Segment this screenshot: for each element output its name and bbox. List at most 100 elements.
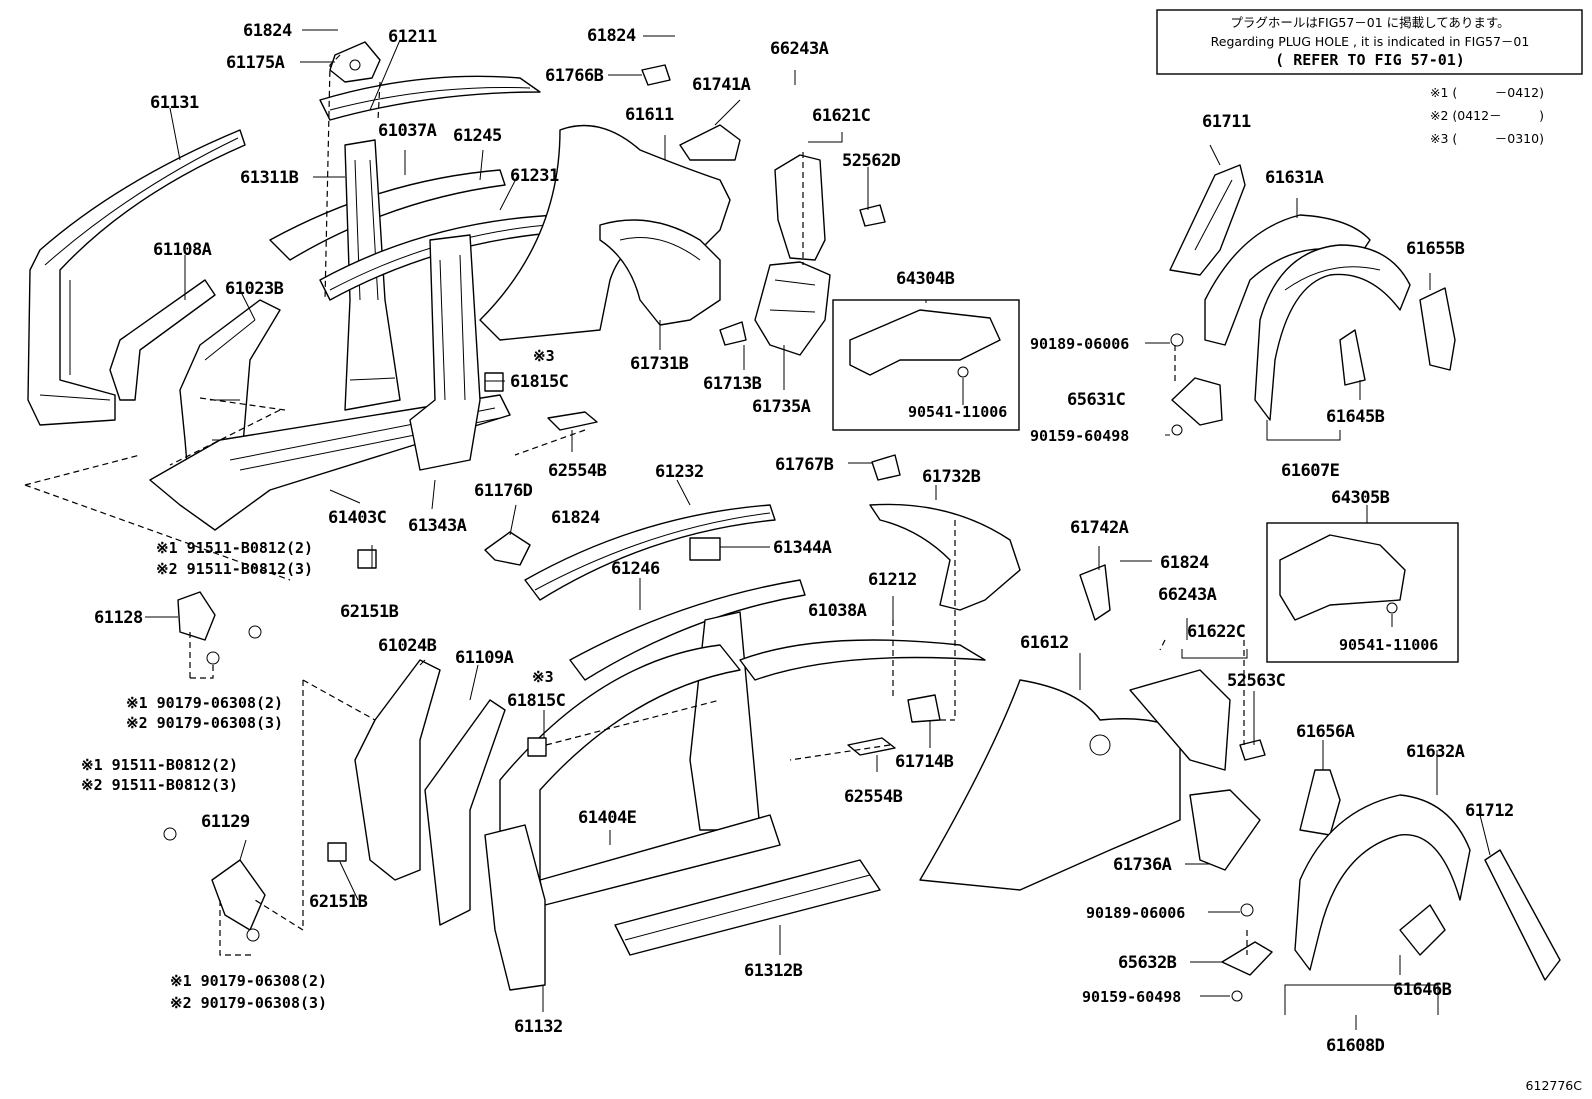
part-label-61131: 61131 (150, 93, 199, 113)
part-label-61645B: 61645B (1326, 407, 1385, 427)
part-61109A-shape (424, 699, 506, 926)
part-label-61232: 61232 (655, 462, 704, 482)
plug-hole-notice: プラグホールはFIG57－01 に掲載してあります。 Regarding PLU… (1156, 9, 1583, 75)
part-label-61129: 61129 (201, 812, 250, 832)
notice-line-2: Regarding PLUG HOLE , it is indicated in… (1211, 34, 1530, 49)
legend-item: ※2 (0412－ ) (1430, 108, 1544, 123)
part-label-61311B: 61311B (240, 168, 299, 188)
part-label-61023B: 61023B (225, 279, 284, 299)
part-label-61132: 61132 (514, 1017, 563, 1037)
notice-line-3: ( REFER TO FIG 57-01) (1275, 51, 1465, 69)
part-label-90541-11006: 90541-11006 (1339, 636, 1438, 654)
part-label-61824: 61824 (551, 508, 600, 528)
part-label-61766B: 61766B (545, 66, 604, 86)
part-label-61621C: 61621C (812, 106, 870, 126)
nut-spec: ※1 90179-06308(2) (126, 694, 283, 712)
part-61735A-shape (754, 261, 831, 356)
part-62554B-shape (547, 411, 598, 431)
part-52562D-shape (859, 204, 886, 227)
part-label-64304B: 64304B (896, 269, 955, 289)
part-label-61736A: 61736A (1113, 855, 1172, 875)
part-label-61403C: 61403C (328, 508, 386, 528)
part-61132-shape (484, 824, 546, 991)
part-61622C-shape (1129, 669, 1231, 771)
part-61655B-shape (1419, 287, 1456, 371)
nut-spec: ※2 90179-06308(3) (126, 714, 283, 732)
part-label-61815C: 61815C (507, 691, 565, 711)
bolt-spec: ※2 91511-B0812(3) (156, 560, 313, 578)
part-label-61231: 61231 (510, 166, 559, 186)
part-61645B-shape (1339, 329, 1366, 386)
part-label-61109A: 61109A (455, 648, 514, 668)
part-61108A-shape (109, 279, 216, 401)
part-61343A-shape (409, 234, 481, 471)
part-61656A-shape (1299, 769, 1341, 836)
part-label-61404E: 61404E (578, 808, 637, 828)
part-61611-shape (479, 124, 731, 341)
part-61646B-shape (1399, 904, 1446, 956)
part-61211-shape (319, 75, 541, 121)
part-label-61245: 61245 (453, 126, 502, 146)
part-label-52562D: 52562D (842, 151, 901, 171)
part-label-90189-06006: 90189-06006 (1030, 335, 1129, 353)
part-label-90541-11006: 90541-11006 (908, 403, 1007, 421)
part-61714B-shape (907, 694, 941, 723)
part-61732B-shape (869, 503, 1021, 611)
part-61632A-shape (1294, 794, 1471, 971)
part-label-61655B: 61655B (1406, 239, 1465, 259)
part-61742A-shape (1079, 564, 1111, 621)
part-61344A-shape (689, 537, 721, 561)
part-61038A-shape (689, 611, 761, 831)
part-label-61344A: 61344A (773, 538, 832, 558)
part-61712-shape (1484, 849, 1561, 981)
part-label-61343A: 61343A (408, 516, 467, 536)
part-label-62554B: 62554B (844, 787, 903, 807)
part-label-61212: 61212 (868, 570, 917, 590)
legend-item: ※1 ( －0412) (1430, 85, 1544, 100)
nut-spec: ※1 90179-06308(2) (170, 972, 327, 990)
part-61815C-shape (484, 372, 504, 392)
part-label-90189-06006: 90189-06006 (1086, 904, 1185, 922)
part-label-62151B: 62151B (340, 602, 399, 622)
part-61736A-shape (1189, 789, 1261, 871)
part-label-90159-60498: 90159-60498 (1030, 427, 1129, 445)
part-label-61713B: 61713B (703, 374, 762, 394)
part-61131-shape (27, 129, 246, 426)
part-label-62151B: 62151B (309, 892, 368, 912)
part-label-61612: 61612 (1020, 633, 1069, 653)
part-61767B-shape (871, 454, 901, 481)
part-65631C-shape (1170, 333, 1223, 436)
legend-item: ※3 ( －0310) (1430, 131, 1544, 146)
mark-3: ※3 (533, 347, 555, 365)
part-label-61742A: 61742A (1070, 518, 1129, 538)
part-label-61607E: 61607E (1281, 461, 1340, 481)
part-label-61211: 61211 (388, 27, 437, 47)
part-61312B-shape (614, 859, 881, 956)
nut-spec: ※2 90179-06308(3) (170, 994, 327, 1012)
part-61766B-shape (641, 64, 671, 86)
part-label-66243A: 66243A (770, 39, 829, 59)
part-61607E-shape (1254, 244, 1411, 421)
part-label-61631A: 61631A (1265, 168, 1324, 188)
part-label-61622C: 61622C (1187, 622, 1245, 642)
part-label-61175A: 61175A (226, 53, 285, 73)
part-label-61741A: 61741A (692, 75, 751, 95)
part-number-labels: 61824 61211 61175A 61131 61037A 61245 61… (81, 21, 1514, 1056)
part-61024B-shape (354, 659, 441, 881)
part-label-66243A: 66243A (1158, 585, 1217, 605)
part-label-64305B: 64305B (1331, 488, 1390, 508)
part-label-62554B: 62554B (548, 461, 607, 481)
part-61741A-shape (679, 124, 741, 161)
part-label-61038A: 61038A (808, 601, 867, 621)
part-label-65631C: 65631C (1067, 390, 1125, 410)
notice-line-1: プラグホールはFIG57－01 に掲載してあります。 (1230, 15, 1509, 30)
part-label-61824: 61824 (587, 26, 636, 46)
part-label-61312B: 61312B (744, 961, 803, 981)
part-label-61824: 61824 (243, 21, 292, 41)
bolt-spec: ※1 91511-B0812(2) (81, 756, 238, 774)
figure-id: 612776C (1526, 1078, 1583, 1093)
part-label-61246: 61246 (611, 559, 660, 579)
part-label-61714B: 61714B (895, 752, 954, 772)
part-label-61711: 61711 (1202, 112, 1251, 132)
